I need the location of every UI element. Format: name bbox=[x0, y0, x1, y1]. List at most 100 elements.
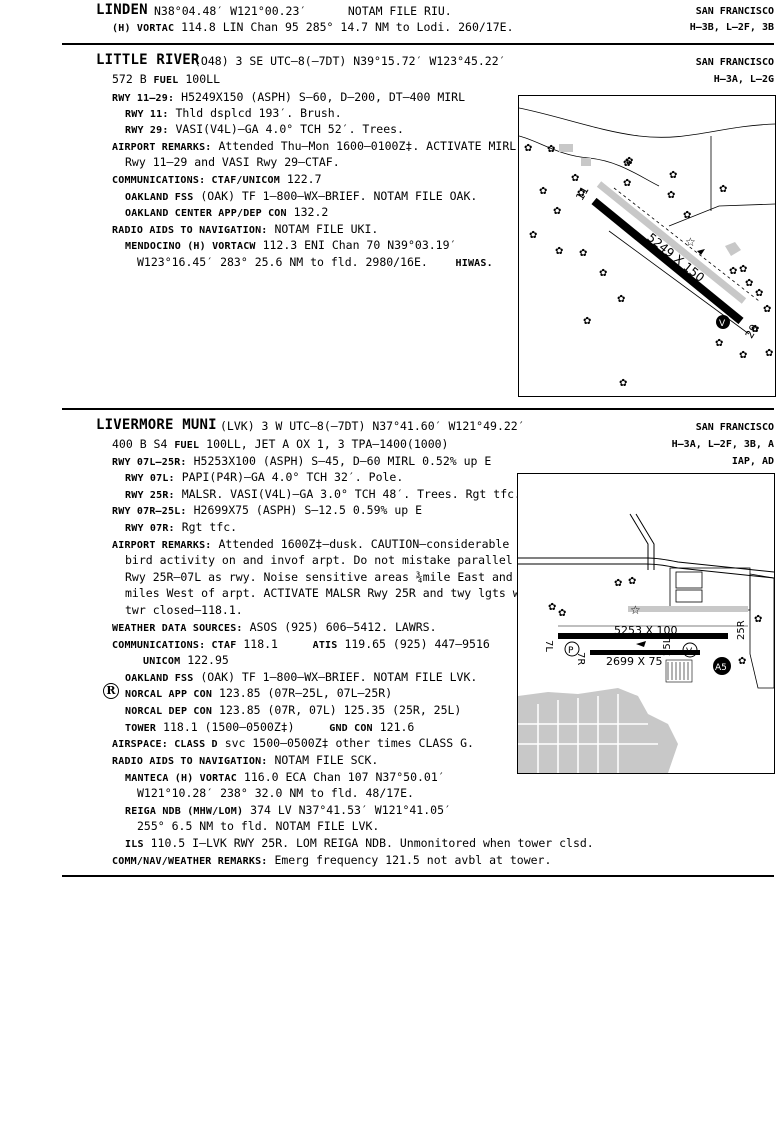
linden-charts: H–3B, L–2F, 3B bbox=[689, 22, 774, 33]
hangar-rows bbox=[665, 659, 693, 683]
reiga-text: 374 LV N37°41.53′ W121°41.05′ bbox=[250, 803, 451, 817]
runway-end-25l: 25L bbox=[662, 637, 673, 656]
linden-coords: N38°04.48′ W121°00.23′ NOTAM FILE RIU. bbox=[154, 4, 452, 18]
star-beacon-icon: ☆ bbox=[685, 235, 696, 249]
livermore-rwy1: RWY 07L–25R: H5253X100 (ASPH) S–45, D–60… bbox=[112, 454, 491, 470]
building-outline bbox=[675, 589, 703, 603]
hiwas: HIWAS. bbox=[455, 258, 493, 269]
livermore-remarks: AIRPORT REMARKS: Attended 1600Z‡–dusk. C… bbox=[112, 537, 509, 553]
rwy25r-label: RWY 25R: bbox=[125, 490, 175, 501]
tree-icon: ✿ bbox=[558, 608, 566, 619]
tree-icon: ✿ bbox=[754, 614, 762, 625]
livermore-remarks-1: Attended 1600Z‡–dusk. CAUTION—considerab… bbox=[218, 537, 510, 551]
livermore-rwy07l: RWY 07L: PAPI(P4R)—GA 4.0° TCH 32′. Pole… bbox=[125, 470, 403, 486]
runway2-dim-label: 2699 X 75 bbox=[606, 655, 663, 668]
tree-group-lvk: ✿ ✿ ✿ ✿ ✿ ✿ bbox=[548, 576, 762, 667]
livermore-fuel-label: FUEL bbox=[174, 440, 200, 451]
freeway-line bbox=[518, 563, 774, 579]
comm-text: 122.7 bbox=[286, 172, 322, 186]
livermore-nav: RADIO AIDS TO NAVIGATION: NOTAM FILE SCK… bbox=[112, 753, 378, 769]
nav-text: NOTAM FILE UKI. bbox=[274, 222, 379, 236]
linden-vortac-line: (H) VORTAC 114.8 LIN Chan 95 285° 14.7 N… bbox=[112, 20, 514, 36]
manteca-text: 116.0 ECA Chan 107 N37°50.01′ bbox=[243, 770, 445, 784]
dep-label: NORCAL DEP CON bbox=[125, 706, 213, 717]
rwy11-text: Thld dsplcd 193′. Brush. bbox=[175, 106, 342, 120]
parallel-taxiway bbox=[628, 606, 748, 612]
tree-icon: ✿ bbox=[619, 378, 627, 389]
tree-icon: ✿ bbox=[763, 304, 771, 315]
vortac-text: 112.3 ENI Chan 70 N39°03.19′ bbox=[262, 238, 457, 252]
tower-label: TOWER bbox=[125, 723, 157, 734]
runway-end-7l: 7L bbox=[543, 640, 554, 652]
little-river-rwy29: RWY 29: VASI(V4L)—GA 4.0° TCH 52′. Trees… bbox=[125, 122, 404, 138]
weather-label: WEATHER DATA SOURCES: bbox=[112, 623, 243, 634]
little-river-vortac-2: W123°16.45′ 283° 25.6 NM to fld. 2980/16… bbox=[137, 255, 493, 271]
vasi-label: V bbox=[719, 319, 726, 329]
tree-icon: ✿ bbox=[719, 184, 727, 195]
little-river-airport-diagram: 5249 X 150 11 29 V ☆ ✿ ✿ ✿ ✿ ✿ ✿ ✿ ✿ ✿ ✿… bbox=[518, 95, 776, 397]
tree-icon: ✿ bbox=[683, 210, 691, 221]
tower-text: 118.1 (1500–0500Z‡) bbox=[163, 720, 295, 734]
center-text: 132.2 bbox=[293, 205, 329, 219]
comm-label: COMMUNICATIONS: CTAF/UNICOM bbox=[112, 175, 280, 186]
tree-icon: ✿ bbox=[571, 173, 579, 184]
livermore-manteca-2: W121°10.28′ 238° 32.0 NM to fld. 48/17E. bbox=[137, 786, 414, 800]
rwy1-label: RWY 07L–25R: bbox=[112, 457, 187, 468]
livermore-comm: COMMUNICATIONS: CTAF 118.1 ATIS 119.65 (… bbox=[112, 637, 490, 653]
tree-icon: ✿ bbox=[583, 316, 591, 327]
taxiway bbox=[596, 181, 747, 304]
little-river-region: SAN FRANCISCO bbox=[695, 57, 774, 68]
airspace-text: svc 1500–0500Z‡ other times CLASS G. bbox=[224, 736, 474, 750]
livermore-region: SAN FRANCISCO bbox=[695, 422, 774, 433]
reiga-label: REIGA NDB (MHW/LOM) bbox=[125, 806, 244, 817]
livermore-fss-label: OAKLAND FSS bbox=[125, 673, 194, 684]
vasi-icon bbox=[716, 315, 730, 329]
rwy29-label: RWY 29: bbox=[125, 125, 169, 136]
runway-07l-25r bbox=[558, 633, 728, 639]
rwy29-text: VASI(V4L)—GA 4.0° TCH 52′. Trees. bbox=[175, 122, 404, 136]
rwy25r-text: MALSR. VASI(V4L)—GA 3.0° TCH 48′. Trees.… bbox=[181, 487, 521, 501]
runway-end-11: 11 bbox=[573, 184, 591, 203]
tree-icon: ✿ bbox=[765, 348, 773, 359]
gnd-text: 121.6 bbox=[379, 720, 415, 734]
tree-icon: ✿ bbox=[579, 248, 587, 259]
tree-icon: ✿ bbox=[669, 170, 677, 181]
livermore-diagram-svg: 5253 X 100 2699 X 75 7L 7R 25L 25R P V A… bbox=[518, 513, 774, 773]
rwy2-label: RWY 07R–25L: bbox=[112, 506, 187, 517]
linden-vortac-label: (H) VORTAC bbox=[112, 23, 175, 34]
livermore-header: (LVK) 3 W UTC–8(–7DT) N37°41.60′ W121°49… bbox=[220, 419, 525, 433]
road-line bbox=[668, 203, 775, 227]
livermore-charts: H–3A, L–2F, 3B, A bbox=[671, 439, 774, 450]
freeway-line bbox=[518, 557, 774, 573]
livermore-nav-text: NOTAM FILE SCK. bbox=[274, 753, 379, 767]
center-label: OAKLAND CENTER APP/DEP CON bbox=[125, 208, 287, 219]
fss-text: (OAK) TF 1–800–WX–BRIEF. NOTAM FILE OAK. bbox=[200, 189, 478, 203]
little-river-elev: 572 B bbox=[112, 72, 154, 86]
livermore-remarks-2: bird activity on and invof arpt. Do not … bbox=[125, 553, 576, 567]
livermore-comm-label: COMMUNICATIONS: CTAF bbox=[112, 640, 237, 651]
little-river-diagram-svg: 5249 X 150 11 29 V ☆ ✿ ✿ ✿ ✿ ✿ ✿ ✿ ✿ ✿ ✿… bbox=[519, 107, 775, 389]
little-river-charts: H–3A, L–2G bbox=[713, 74, 774, 85]
livermore-rwy07r: RWY 07R: Rgt tfc. bbox=[125, 520, 237, 536]
tree-icon: ✿ bbox=[623, 178, 631, 189]
terrain-grid bbox=[518, 694, 658, 773]
tree-icon: ✿ bbox=[628, 576, 636, 587]
wind-indicator-icon bbox=[636, 641, 646, 647]
tree-icon: ✿ bbox=[555, 246, 563, 257]
rwy-label: RWY 11–29: bbox=[112, 93, 175, 104]
runway-11-29 bbox=[591, 197, 744, 325]
tree-icon: ✿ bbox=[739, 264, 747, 275]
building bbox=[581, 158, 591, 166]
tree-icon: ✿ bbox=[739, 350, 747, 361]
app-label: NORCAL APP CON bbox=[125, 689, 213, 700]
tree-icon: ✿ bbox=[755, 288, 763, 299]
linden-coords-text: N38°04.48′ W121°00.23′ bbox=[154, 4, 307, 18]
manteca-label: MANTECA (H) VORTAC bbox=[125, 773, 237, 784]
rwy07l-text: PAPI(P4R)—GA 4.0° TCH 32′. Pole. bbox=[181, 470, 404, 484]
unicom-text: 122.95 bbox=[187, 653, 229, 667]
boundary-line bbox=[749, 573, 774, 689]
tree-icon: ✿ bbox=[614, 578, 622, 589]
livermore-app: NORCAL APP CON 123.85 (07R–25L, 07L–25R) bbox=[125, 686, 392, 702]
livermore-remarks-label: AIRPORT REMARKS: bbox=[112, 540, 212, 551]
livermore-elev: 400 B S4 bbox=[112, 437, 175, 451]
